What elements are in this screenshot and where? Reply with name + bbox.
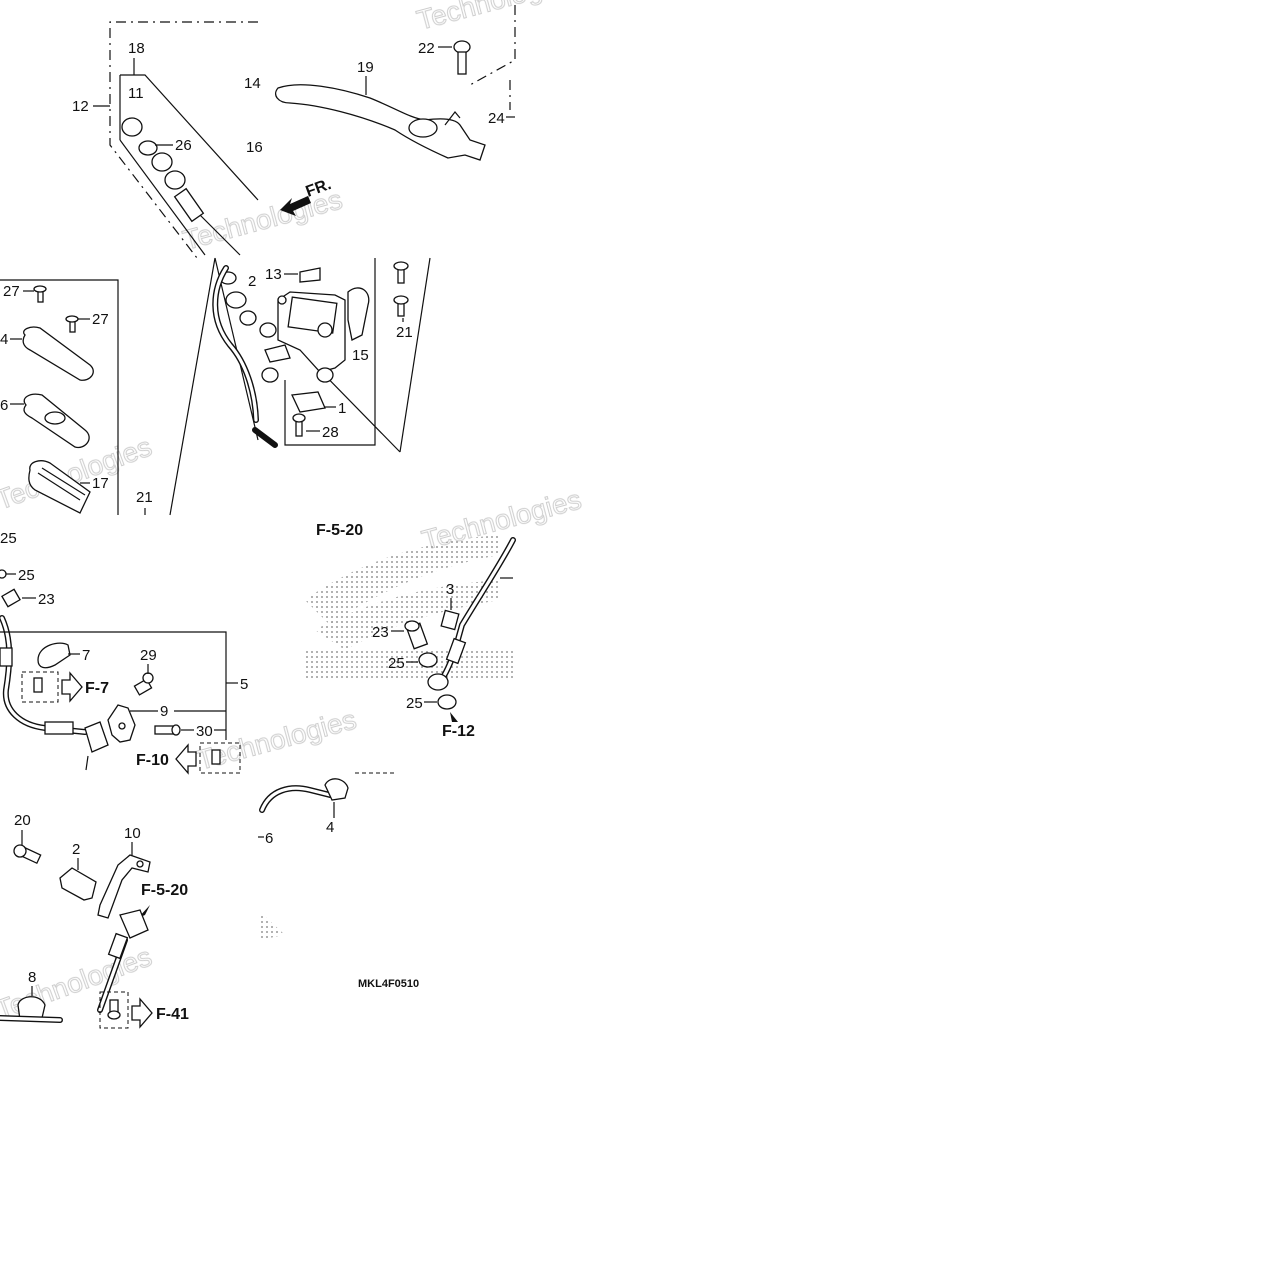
f10-ref-box — [175, 742, 241, 775]
hose-joint-bracket-9 — [107, 704, 136, 743]
callout-23-b: 23 — [372, 624, 389, 641]
sealing-washer — [418, 652, 438, 668]
front-direction-arrow — [280, 196, 311, 216]
callout-9: 9 — [160, 703, 168, 720]
f7-ref-box — [21, 671, 83, 703]
piston-kit-parts — [121, 117, 241, 256]
callout-8: 8 — [28, 969, 36, 986]
callout-7: 7 — [82, 647, 90, 664]
piston-kit-frame — [93, 21, 259, 259]
callout-21-lower: 21 — [136, 489, 153, 506]
wing-logo-background — [258, 535, 515, 940]
watermark-text: Technologies — [194, 704, 360, 776]
callout-1: 1 — [338, 400, 346, 417]
callout-23-a: 23 — [38, 591, 55, 608]
callout-17: 17 — [92, 475, 109, 492]
reservoir-frame — [0, 257, 216, 516]
upper-hose — [212, 265, 278, 448]
ref-f5-20-upper: F-5-20 — [316, 522, 363, 539]
banjo-bolt-left — [1, 588, 21, 608]
callout-5: 5 — [240, 676, 248, 693]
callout-11: 11 — [128, 85, 144, 102]
callout-4-cap: 4 — [0, 331, 8, 348]
callout-15: 15 — [352, 347, 369, 364]
callout-25-c: 25 — [388, 655, 405, 672]
callout-2-lower: 2 — [72, 841, 80, 858]
bolt-20 — [13, 844, 42, 865]
callout-4-clamp: 4 — [326, 819, 334, 836]
pivot-bolt — [453, 40, 471, 75]
callout-26: 26 — [175, 137, 192, 154]
callout-10: 10 — [124, 825, 141, 842]
callout-19: 19 — [357, 59, 374, 76]
callout-16: 16 — [246, 139, 263, 156]
callout-13: 13 — [265, 266, 282, 283]
callout-3: 3 — [446, 581, 454, 598]
callout-18: 18 — [128, 40, 145, 57]
callout-12: 12 — [72, 98, 89, 115]
right-hose — [427, 537, 516, 691]
callout-6-hose: 6 — [265, 830, 273, 847]
bolt-29 — [133, 672, 154, 696]
banjo-bolt-right — [404, 620, 429, 650]
callout-2-upper: 2 — [248, 273, 256, 290]
callout-21-upper: 21 — [396, 324, 413, 341]
watermark-group: Technologies Technologies Technologies T… — [0, 0, 585, 1026]
bolt-30 — [154, 724, 181, 736]
hose-clamp-7 — [37, 642, 71, 669]
callout-20: 20 — [14, 812, 31, 829]
lower-middle-hose — [259, 772, 395, 813]
callout-28: 28 — [322, 424, 339, 441]
callout-29: 29 — [140, 647, 157, 664]
callout-6-plate: 6 — [0, 397, 8, 414]
f41-ref-box — [99, 991, 153, 1029]
callout-27-a: 27 — [3, 283, 20, 300]
left-hose — [0, 615, 109, 771]
bracket-10 — [97, 854, 151, 919]
callout-14: 14 — [244, 75, 261, 92]
ref-f41: F-41 — [156, 1006, 189, 1023]
brake-lever — [275, 84, 486, 161]
callout-27-b: 27 — [92, 311, 109, 328]
bolt-3 — [440, 609, 460, 631]
ref-f12: F-12 — [442, 723, 475, 740]
ref-f10: F-10 — [136, 752, 169, 769]
sealing-washer-lower — [437, 694, 457, 710]
callout-22: 22 — [418, 40, 435, 57]
ref-f5-20-lower: F-5-20 — [141, 882, 188, 899]
callout-24: 24 — [488, 110, 505, 127]
reservoir-parts — [22, 285, 94, 514]
callout-25-b: 25 — [18, 567, 35, 584]
callout-25-d: 25 — [406, 695, 423, 712]
ref-f7: F-7 — [85, 680, 109, 697]
drawing-code: MKL4F0510 — [358, 978, 419, 990]
clip-2 — [59, 867, 97, 901]
callout-30: 30 — [196, 723, 213, 740]
callout-25-a: 25 — [0, 530, 17, 547]
lower-hose — [97, 909, 149, 1020]
watermark-text: Technologies — [414, 0, 580, 36]
master-cylinder-body — [219, 261, 409, 437]
clamp-8 — [0, 996, 63, 1023]
